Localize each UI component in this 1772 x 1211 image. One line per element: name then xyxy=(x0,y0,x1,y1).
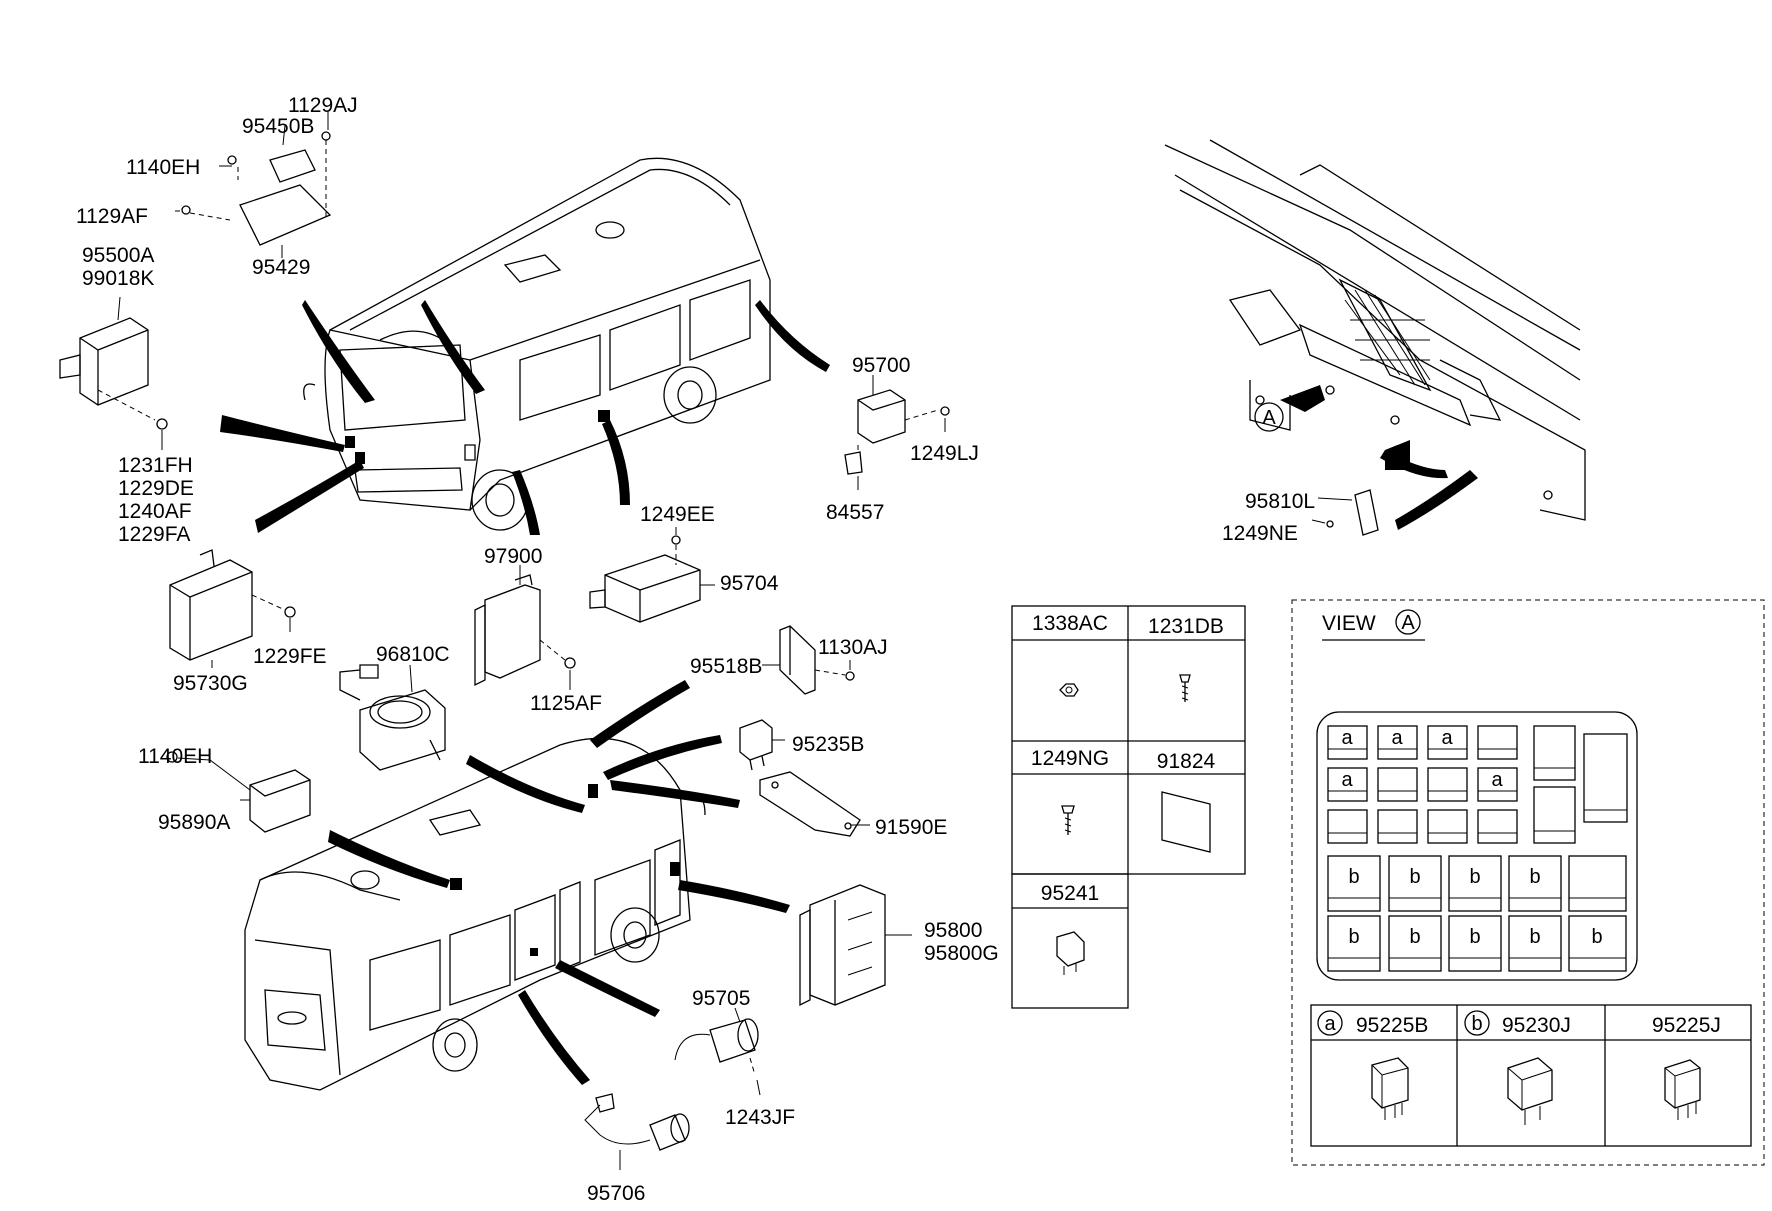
parts-table-cell-91824: 91824 xyxy=(1157,750,1216,773)
callout-1130AJ: 1130AJ xyxy=(818,636,888,659)
relay-95225B-icon xyxy=(1371,1057,1409,1109)
slot-a-label: a xyxy=(1341,769,1353,791)
slot-b-label: b xyxy=(1409,866,1420,888)
callout-96810C: 96810C xyxy=(376,643,450,666)
callout-1229DE: 1229DE xyxy=(118,477,194,500)
callout-1249EE: 1249EE xyxy=(640,503,715,526)
callout-95810L: 95810L xyxy=(1245,490,1315,513)
part-91590E-bracket xyxy=(759,771,861,837)
callout-95704: 95704 xyxy=(720,572,779,595)
callout-95518B: 95518B xyxy=(690,655,762,678)
relay-95225J-icon xyxy=(1664,1059,1701,1109)
pointer-swooshes-bottom xyxy=(328,680,790,1085)
top-bus-illustration xyxy=(303,157,771,531)
part-95706-sensor xyxy=(584,1093,690,1151)
slot-b-label: b xyxy=(1348,926,1359,948)
fuse-slots-grid: a a a a a b b b b b b b b b xyxy=(1327,725,1628,972)
callout-95890A: 95890A xyxy=(158,811,230,834)
callout-95706: 95706 xyxy=(587,1182,645,1205)
callout-95730G: 95730G xyxy=(173,672,248,695)
part-95890A-relay xyxy=(166,751,311,833)
relay-legend-table: a 95225B b 95230J 95225J xyxy=(1310,1004,1752,1147)
callout-1129AF: 1129AF xyxy=(76,205,148,228)
callout-95800G: 95800G xyxy=(924,942,999,965)
slot-b-label: b xyxy=(1469,926,1480,948)
slot-a-label: a xyxy=(1391,727,1403,749)
slot-a-label: a xyxy=(1491,769,1503,791)
slot-b-label: b xyxy=(1469,866,1480,888)
parts-table: 1338AC 1231DB 1249NG 91824 95241 xyxy=(1011,605,1246,1009)
slot-a-label: a xyxy=(1341,727,1353,749)
legend-b-part: 95230J xyxy=(1502,1014,1571,1037)
callout-1140EH-mid: 1140EH xyxy=(138,745,212,768)
part-95450B-assembly xyxy=(181,131,332,246)
callout-95700: 95700 xyxy=(852,354,910,377)
slot-b-label: b xyxy=(1409,926,1420,948)
screw-icon xyxy=(1179,674,1191,702)
view-a-marker: A xyxy=(1254,402,1284,432)
part-95705-sensor xyxy=(674,1018,759,1076)
part-95700-module xyxy=(844,389,950,475)
callout-95500A: 95500A xyxy=(82,244,154,267)
part-95730G-module xyxy=(169,549,296,661)
view-a-title: VIEW xyxy=(1322,612,1376,635)
view-a-panel: VIEW A xyxy=(1291,599,1765,1166)
part-95704-module xyxy=(589,535,701,623)
callout-99018K: 99018K xyxy=(82,267,154,290)
part-96810C-buzzer xyxy=(339,664,446,771)
part-95500A-module xyxy=(59,296,168,430)
pointer-swooshes-top xyxy=(220,300,830,535)
parts-table-cell-95241: 95241 xyxy=(1041,882,1099,905)
relay-95241-icon xyxy=(1056,931,1085,967)
callout-95450B: 95450B xyxy=(242,115,314,138)
callout-1140EH-top: 1140EH xyxy=(126,156,200,179)
part-95235B-relay xyxy=(739,719,773,771)
parts-table-cell-1338AC: 1338AC xyxy=(1032,612,1108,635)
callout-1229FA: 1229FA xyxy=(118,523,190,546)
callout-95235B: 95235B xyxy=(792,733,864,756)
part-97900-bracket xyxy=(474,574,576,687)
legend-a-part: 95225B xyxy=(1356,1014,1428,1037)
legend-b-letter: b xyxy=(1471,1013,1482,1035)
relay-95230J-icon xyxy=(1507,1057,1553,1111)
legend-c-part: 95225J xyxy=(1652,1014,1721,1037)
parts-table-cell-1249NG: 1249NG xyxy=(1031,747,1109,770)
callout-91590E: 91590E xyxy=(875,816,947,839)
callout-labels: 1129AJ 95450B 1140EH 1129AF 95429 95500A… xyxy=(76,94,1315,1205)
view-a-marker-letter: A xyxy=(1262,407,1276,429)
callout-95429: 95429 xyxy=(252,256,310,279)
callout-1229FE: 1229FE xyxy=(253,645,327,668)
slot-b-label: b xyxy=(1348,866,1359,888)
callout-95705: 95705 xyxy=(692,987,750,1010)
slot-b-label: b xyxy=(1591,926,1602,948)
callout-97900: 97900 xyxy=(484,545,542,568)
part-95800-junction-block xyxy=(799,884,912,1007)
slot-b-label: b xyxy=(1529,866,1540,888)
slot-b-label: b xyxy=(1529,926,1540,948)
callout-1249NE: 1249NE xyxy=(1222,522,1298,545)
nut-icon xyxy=(1059,683,1079,697)
legend-a-letter: a xyxy=(1324,1013,1336,1035)
callout-95800: 95800 xyxy=(924,919,982,942)
leader-lines xyxy=(161,112,1353,1170)
callout-1231FH: 1231FH xyxy=(118,454,193,477)
parts-table-cell-1231DB: 1231DB xyxy=(1148,615,1224,638)
callout-1129AJ: 1129AJ xyxy=(288,94,358,117)
frame-detail-illustration xyxy=(1164,139,1586,536)
callout-1125AF: 1125AF xyxy=(530,692,602,715)
label-sticker-icon xyxy=(1161,791,1211,853)
slot-a-label: a xyxy=(1441,727,1453,749)
callout-84557: 84557 xyxy=(826,501,884,524)
callout-1249LJ: 1249LJ xyxy=(910,442,979,465)
view-a-title-letter: A xyxy=(1401,612,1415,634)
callout-1243JF: 1243JF xyxy=(725,1106,795,1129)
part-95518B-bracket xyxy=(779,625,855,695)
callout-1240AF: 1240AF xyxy=(118,500,192,523)
bottom-bus-illustration xyxy=(244,737,706,1091)
